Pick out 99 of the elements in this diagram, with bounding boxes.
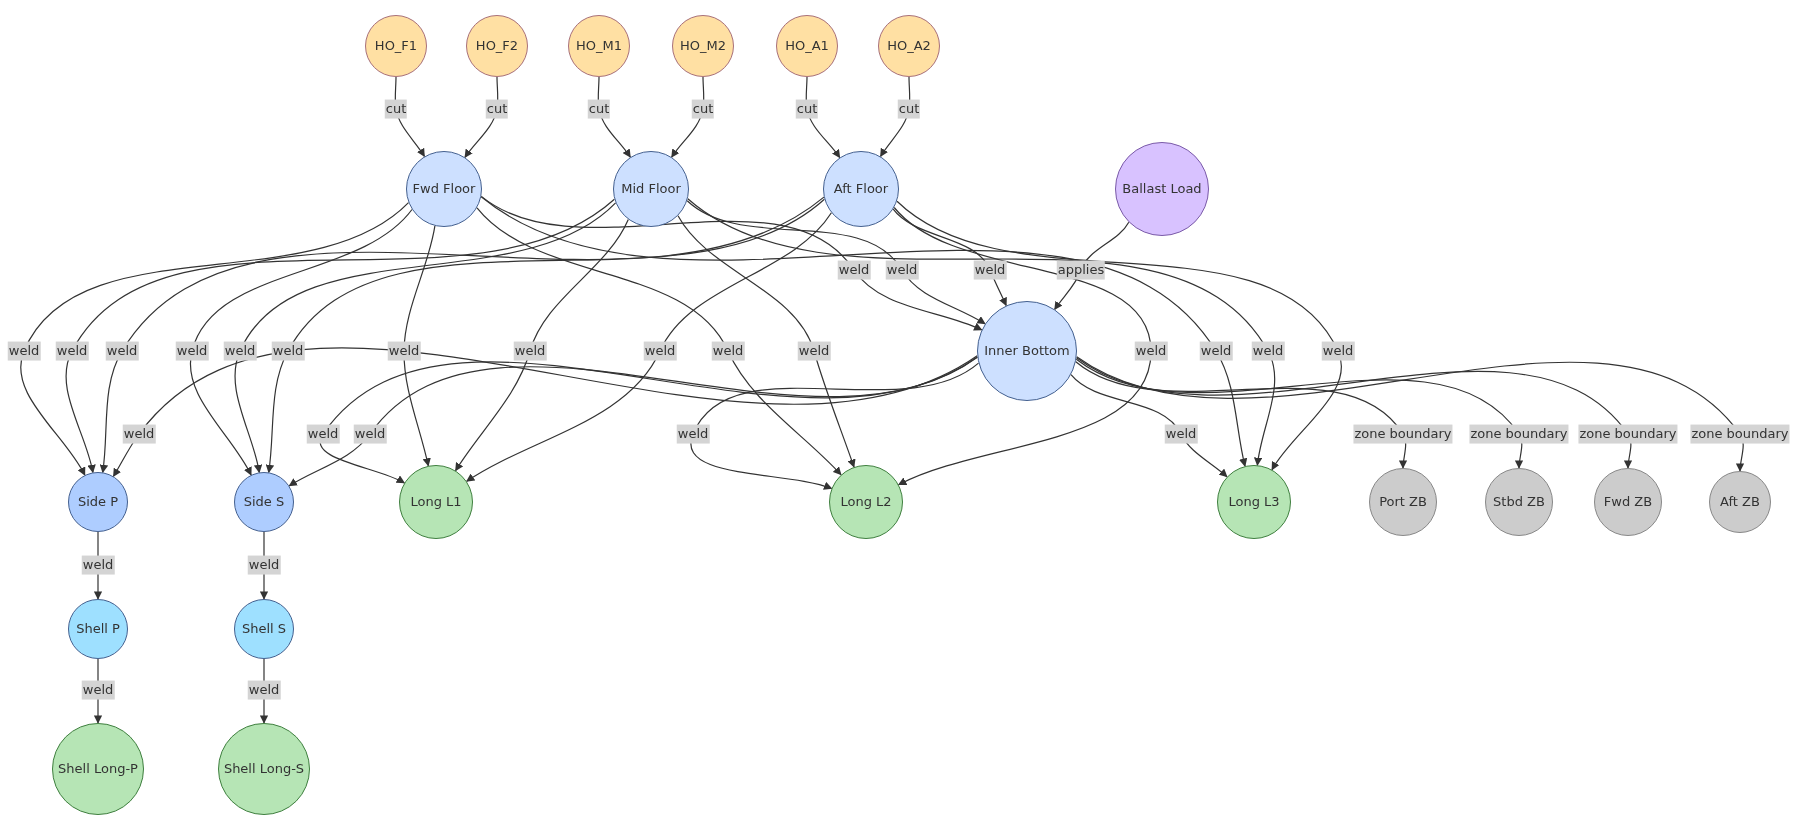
edge-label: weld xyxy=(55,341,89,361)
edge-label: cut xyxy=(795,99,819,119)
node-label: Shell P xyxy=(76,621,120,637)
edge-label: weld xyxy=(7,341,41,361)
node-label: Ballast Load xyxy=(1122,181,1202,197)
node-label: Aft Floor xyxy=(833,181,889,197)
arrow xyxy=(805,76,841,159)
arrow xyxy=(480,196,1248,467)
node-label: Aft ZB xyxy=(1720,494,1760,510)
edge-label: weld xyxy=(271,341,305,361)
plate-node xyxy=(406,151,482,227)
edge-label: cut xyxy=(897,99,921,119)
edge-label: zone boundary xyxy=(1578,424,1678,444)
node-label: HO_A1 xyxy=(785,38,829,54)
edge-label: cut xyxy=(485,99,509,119)
edge-label: weld xyxy=(175,341,209,361)
arrow xyxy=(455,218,629,472)
node-label: Port ZB xyxy=(1379,494,1427,510)
longitudinal-node xyxy=(399,465,473,539)
longitudinal-node xyxy=(829,465,903,539)
edge-label: weld xyxy=(885,260,919,280)
arrow xyxy=(1075,358,1524,469)
arrow xyxy=(464,76,499,158)
node-label: Long L2 xyxy=(840,494,892,510)
node-label: HO_F2 xyxy=(475,38,519,54)
edge-label: weld xyxy=(837,260,871,280)
edge-label: weld xyxy=(1164,424,1198,444)
node-label: HO_M1 xyxy=(576,38,622,54)
edge-label: zone boundary xyxy=(1469,424,1569,444)
edge-label: weld xyxy=(105,341,139,361)
node-label: Side P xyxy=(77,494,119,510)
edge-label: weld xyxy=(122,424,156,444)
node-label: Long L1 xyxy=(410,494,462,510)
edge-label: weld xyxy=(973,260,1007,280)
edge-label: cut xyxy=(587,99,611,119)
node-label: HO_A2 xyxy=(887,38,931,54)
plate-node xyxy=(613,151,689,227)
arrow xyxy=(597,76,631,158)
arrow xyxy=(880,76,911,158)
arrow xyxy=(403,225,436,467)
node-label: Shell Long-P xyxy=(58,761,138,777)
arrow xyxy=(690,362,980,491)
node-label: HO_F1 xyxy=(374,38,418,54)
node-label: Mid Floor xyxy=(621,181,681,197)
edge-label: weld xyxy=(711,341,745,361)
edge-label: cut xyxy=(384,99,408,119)
plate-node xyxy=(823,151,899,227)
arrow xyxy=(99,196,825,474)
arrow xyxy=(112,348,978,477)
node-label: Side S xyxy=(243,494,285,510)
node-label: Long L3 xyxy=(1228,494,1280,510)
edge-label: weld xyxy=(306,424,340,444)
arrow xyxy=(1076,356,1745,472)
edge-label: cut xyxy=(691,99,715,119)
edge-label: zone boundary xyxy=(1353,424,1453,444)
edge-label: applies xyxy=(1056,260,1106,280)
arrow xyxy=(65,198,615,474)
edge-label: weld xyxy=(223,341,257,361)
edge-label: weld xyxy=(1251,341,1285,361)
arrow xyxy=(671,76,705,158)
arrow xyxy=(1075,361,1408,469)
node-label: Stbd ZB xyxy=(1493,494,1545,510)
node-label: Fwd ZB xyxy=(1603,494,1653,510)
edge-label: weld xyxy=(387,341,421,361)
arrow xyxy=(189,208,413,476)
arrow xyxy=(687,198,1276,467)
edge-label: weld xyxy=(247,680,281,700)
arrow xyxy=(480,195,983,331)
edge-label: weld xyxy=(1199,341,1233,361)
node-label: Shell Long-S xyxy=(223,761,305,777)
arrow xyxy=(896,200,1342,471)
edge-label: weld xyxy=(353,424,387,444)
edge-label: zone boundary xyxy=(1690,424,1790,444)
edge-label: weld xyxy=(643,341,677,361)
arrow xyxy=(893,206,1152,486)
plate-node xyxy=(68,599,128,659)
edge-label: weld xyxy=(81,555,115,575)
edge-label: weld xyxy=(1134,341,1168,361)
plate-node xyxy=(234,599,294,659)
node-label: Fwd Floor xyxy=(412,181,476,197)
node-label: Inner Bottom xyxy=(984,343,1070,359)
arrow xyxy=(234,202,617,474)
edge-label: weld xyxy=(1321,341,1355,361)
node-label: HO_M2 xyxy=(680,38,726,54)
edge-label: weld xyxy=(797,341,831,361)
arrow xyxy=(677,215,856,468)
arrow xyxy=(394,76,425,158)
arrow xyxy=(20,202,410,476)
edge-label: weld xyxy=(513,341,547,361)
plate-node xyxy=(68,472,128,532)
edge-label: weld xyxy=(81,680,115,700)
arrow xyxy=(1070,374,1228,478)
edge-label: weld xyxy=(676,424,710,444)
arrow xyxy=(1075,357,1633,469)
arrow xyxy=(686,200,986,325)
node-label: Shell S xyxy=(241,621,287,637)
arrow xyxy=(265,198,825,474)
edge-label: weld xyxy=(247,555,281,575)
plate-node xyxy=(234,472,294,532)
